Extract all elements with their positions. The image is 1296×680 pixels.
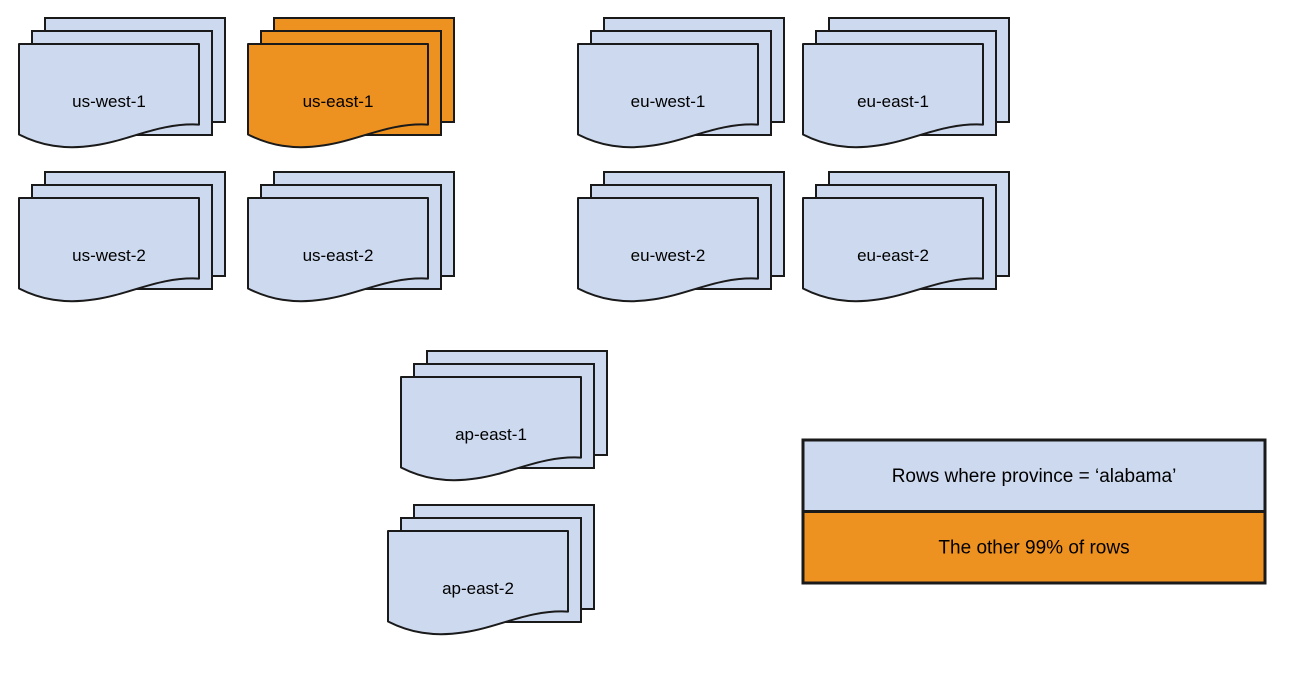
legend-row-legend-blue[interactable]: Rows where province = ‘alabama’ [801,438,1267,513]
document-stack-label: us-east-2 [303,246,374,265]
document-stack-label: eu-east-2 [857,246,929,265]
stack-sheet-front [247,43,429,149]
stack-sheet-front [400,376,582,482]
document-stack-us-east-1[interactable]: us-east-1 [247,17,455,149]
document-stack-label: eu-east-1 [857,92,929,111]
document-stack-label: ap-east-1 [455,425,527,444]
document-stack-label: eu-west-2 [631,246,706,265]
stacks-layer: us-west-1 us-west-2 us-east-1 us-east-2 eu-w… [18,17,1010,636]
stack-sheet-front [247,197,429,303]
legend-label: The other 99% of rows [938,537,1129,558]
document-stack-us-west-2[interactable]: us-west-2 [18,171,226,303]
document-stack-ap-east-2[interactable]: ap-east-2 [387,504,595,636]
document-stack-label: ap-east-2 [442,579,514,598]
legend-swatch [801,510,1267,585]
document-stack-ap-east-1[interactable]: ap-east-1 [400,350,608,482]
stack-sheet-front [387,530,569,636]
stack-sheet-front [802,43,984,149]
stack-sheet-front [577,197,759,303]
legend-label: Rows where province = ‘alabama’ [892,466,1177,487]
document-stack-label: us-west-1 [72,92,146,111]
document-stack-label: eu-west-1 [631,92,706,111]
stack-sheet-front [18,43,200,149]
document-stack-eu-east-2[interactable]: eu-east-2 [802,171,1010,303]
document-stack-eu-west-2[interactable]: eu-west-2 [577,171,785,303]
stack-sheet-front [802,197,984,303]
stack-sheet-front [18,197,200,303]
document-stack-eu-east-1[interactable]: eu-east-1 [802,17,1010,149]
legend-row-legend-orange[interactable]: The other 99% of rows [801,510,1267,585]
document-stack-eu-west-1[interactable]: eu-west-1 [577,17,785,149]
legend-swatch [801,438,1267,513]
document-stack-label: us-east-1 [303,92,374,111]
legend-box: Rows where province = ‘alabama’ The other… [801,438,1267,585]
stack-sheet-front [577,43,759,149]
document-stack-label: us-west-2 [72,246,146,265]
document-stack-us-east-2[interactable]: us-east-2 [247,171,455,303]
document-stack-us-west-1[interactable]: us-west-1 [18,17,226,149]
